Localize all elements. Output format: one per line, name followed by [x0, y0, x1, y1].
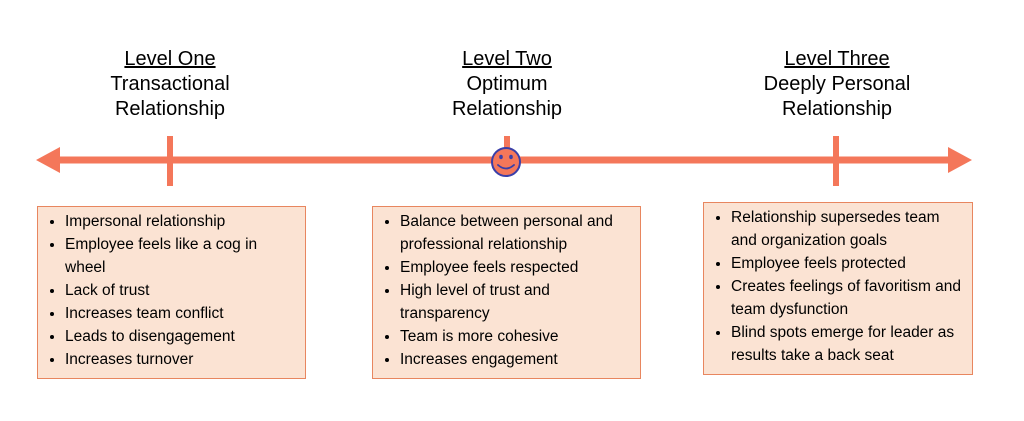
list-item: Blind spots emerge for leader as results…: [731, 321, 964, 367]
level-one-characteristics-box: Impersonal relationship Employee feels l…: [37, 206, 306, 379]
level-description: Relationship: [451, 98, 563, 120]
list-item: Impersonal relationship: [65, 210, 297, 233]
list-item: Employee feels protected: [731, 252, 964, 275]
level-description: Deeply Personal: [763, 73, 911, 95]
list-item: Employee feels respected: [400, 256, 632, 279]
level-three-header: Level Three Deeply Personal Relationship: [722, 47, 952, 122]
level-two-header: Level Two Optimum Relationship: [392, 47, 622, 122]
list-item: Relationship supersedes team and organiz…: [731, 206, 964, 252]
level-title: Level Three: [784, 48, 890, 70]
bullet-list: Impersonal relationship Employee feels l…: [38, 207, 305, 371]
list-item: Increases engagement: [400, 348, 632, 371]
level-description: Relationship: [781, 98, 893, 120]
list-item: Lack of trust: [65, 279, 297, 302]
list-item: Creates feelings of favoritism and team …: [731, 275, 964, 321]
right-arrowhead-icon: [948, 147, 972, 173]
list-item: Team is more cohesive: [400, 325, 632, 348]
bullet-list: Balance between personal and professiona…: [373, 207, 640, 371]
list-item: Employee feels like a cog in wheel: [65, 233, 297, 279]
level-title: Level One: [124, 48, 216, 70]
list-item: Increases turnover: [65, 348, 297, 371]
level-description: Optimum: [466, 73, 548, 95]
list-item: Increases team conflict: [65, 302, 297, 325]
bullet-list: Relationship supersedes team and organiz…: [704, 203, 972, 367]
list-item: Leads to disengagement: [65, 325, 297, 348]
list-item: Balance between personal and professiona…: [400, 210, 632, 256]
level-description: Relationship: [114, 98, 226, 120]
level-one-header: Level One Transactional Relationship: [55, 47, 285, 122]
level-three-characteristics-box: Relationship supersedes team and organiz…: [703, 202, 973, 375]
level-two-characteristics-box: Balance between personal and professiona…: [372, 206, 641, 379]
smiley-face-icon: [491, 147, 521, 177]
list-item: High level of trust and transparency: [400, 279, 632, 325]
level-description: Transactional: [110, 73, 230, 95]
level-title: Level Two: [462, 48, 552, 70]
left-arrowhead-icon: [36, 147, 60, 173]
